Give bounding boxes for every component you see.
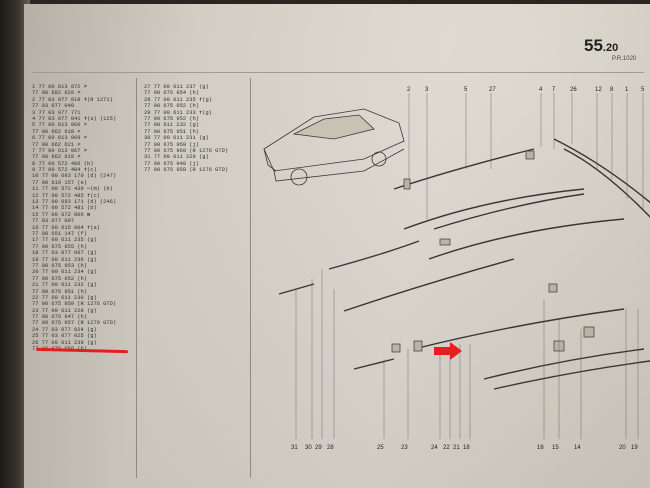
part-row: 77 00 675 959 (R 1276 GTD) bbox=[32, 301, 117, 308]
parts-list-left-column: 1 77 00 613 072 ≠ 77 00 682 620 ≠2 77 03… bbox=[32, 84, 142, 352]
callout-number: 15 bbox=[552, 445, 559, 451]
callout-number: 23 bbox=[401, 445, 408, 451]
part-row: 30 77 00 611 231 (g) bbox=[144, 135, 209, 142]
part-row: 29 77 00 611 233 ✝(g) bbox=[144, 109, 212, 116]
part-row: 27 77 00 611 237 (g) bbox=[144, 84, 209, 90]
callout-number: 20 bbox=[619, 445, 626, 451]
callout-number: 19 bbox=[631, 445, 638, 451]
column-divider-2 bbox=[250, 78, 251, 478]
callout-number: 26 bbox=[570, 87, 577, 93]
part-row: 4 77 03 077 041 ✝(a) (125) bbox=[32, 115, 117, 122]
parts-list-right-column: 27 77 00 611 237 (g) 77 00 675 954 (h)28… bbox=[144, 84, 262, 173]
part-row: 77 00 675 958 (R 1276 GTD) bbox=[144, 167, 229, 174]
page-number-decimal: .20 bbox=[602, 42, 619, 54]
callout-number: 27 bbox=[489, 87, 496, 93]
callout-number: 1 bbox=[625, 87, 629, 93]
callout-number: 5 bbox=[641, 87, 645, 93]
callout-number: 4 bbox=[539, 87, 543, 93]
part-row: 77 00 662 619 ≠ bbox=[32, 154, 81, 161]
red-arrow-marker bbox=[434, 342, 462, 360]
part-row: 77 00 675 948 (j) bbox=[144, 160, 199, 167]
part-row: 77 00 662 621 ≠ bbox=[32, 141, 81, 148]
part-row: 77 00 611 232 (g) bbox=[144, 122, 199, 129]
part-row: 77 00 675 952 (h) bbox=[144, 115, 199, 122]
part-row: 77 00 675 950 (j) bbox=[144, 141, 199, 148]
callout-number: 16 bbox=[537, 445, 544, 451]
column-divider-1 bbox=[136, 78, 137, 478]
part-row: 5 77 00 613 066 ≠ bbox=[32, 122, 87, 129]
part-row: 77 00 682 620 ≠ bbox=[32, 90, 81, 97]
car-illustration bbox=[263, 108, 405, 186]
part-row: 24 77 03 077 024 (g) bbox=[32, 326, 97, 333]
part-row: 28 77 00 611 235 ✝(g) bbox=[144, 96, 212, 103]
callout-number: 7 bbox=[552, 87, 556, 93]
part-row: 7 77 00 613 067 ≠ bbox=[32, 147, 87, 154]
part-row: 22 77 00 611 230 (g) bbox=[32, 294, 97, 301]
top-callout-numbers: 2 3 5 27 4 7 26 12 8 1 5 bbox=[407, 87, 645, 93]
part-row: 25 77 03 077 025 (g) bbox=[32, 333, 97, 340]
part-row: 77 00 662 618 ≠ bbox=[32, 128, 81, 135]
callout-number: 25 bbox=[377, 445, 384, 451]
part-row: 77 00 619 157 (e) bbox=[32, 179, 87, 186]
part-row: 10 77 00 693 170 (d) (247) bbox=[32, 173, 117, 180]
part-row: 16 77 00 615 004 ✝(a) bbox=[32, 224, 100, 231]
part-row: 20 77 00 611 234 (g) bbox=[32, 269, 97, 276]
callout-number: 30 bbox=[305, 445, 312, 451]
clip-parts bbox=[391, 150, 595, 353]
catalog-page: 55.20 P.R.1020 1 77 00 613 072 ≠ 77 00 6… bbox=[24, 4, 650, 488]
part-row: 77 03 077 007 bbox=[32, 218, 75, 225]
page-subtitle: P.R.1020 bbox=[612, 56, 637, 62]
callout-number: 18 bbox=[463, 445, 470, 451]
callout-number: 28 bbox=[327, 445, 334, 451]
callout-number: 22 bbox=[443, 445, 450, 451]
part-row: 23 77 00 611 228 (g) bbox=[32, 307, 97, 314]
callout-number: 21 bbox=[453, 445, 460, 451]
part-row: 77 00 675 957 (R 1276 GTD) bbox=[32, 320, 117, 327]
header-rule bbox=[32, 72, 644, 73]
part-row: 6 77 00 613 069 ≠ bbox=[32, 135, 87, 142]
part-row: 3 77 03 077 771 bbox=[32, 109, 81, 116]
callout-number: 29 bbox=[315, 445, 322, 451]
part-row: 13 77 00 693 171 (d) (246) bbox=[32, 199, 117, 206]
callout-number: 12 bbox=[595, 87, 602, 93]
part-row: 21 77 00 611 232 (g) bbox=[32, 282, 97, 289]
part-row: 77 00 675 952 (h) bbox=[32, 275, 87, 282]
part-row: 26 77 00 611 239 (g) bbox=[32, 339, 97, 346]
page-number: 55.20 bbox=[584, 36, 618, 56]
page-number-main: 55 bbox=[584, 36, 603, 55]
callout-number: 31 bbox=[291, 445, 298, 451]
part-row: 77 00 675 960 (R 1276 GTD) bbox=[144, 147, 229, 154]
part-row: 12 77 00 572 485 ✝(c) bbox=[32, 192, 100, 199]
part-row: 14 77 00 572 481 (b) bbox=[32, 205, 97, 212]
part-row: 77 03 077 040 bbox=[32, 103, 75, 110]
part-row: 17 77 00 611 235 (g) bbox=[32, 237, 97, 244]
callout-number: 5 bbox=[464, 87, 468, 93]
part-row: 11 77 00 572 439 ✂(m) (b) bbox=[32, 186, 113, 193]
callout-number: 14 bbox=[574, 445, 581, 451]
part-row: 77 00 675 954 (h) bbox=[144, 90, 199, 97]
part-row: 1 77 00 613 072 ≠ bbox=[32, 84, 87, 90]
part-row: 2 77 03 077 018 ✝(R 1271) bbox=[32, 96, 113, 103]
part-row: 77 00 675 947 (h) bbox=[32, 314, 87, 321]
part-row: 77 00 675 951 (h) bbox=[144, 128, 199, 135]
callout-number: 8 bbox=[610, 87, 614, 93]
part-row: 77 00 675 953 (h) bbox=[32, 262, 87, 269]
trim-strips bbox=[278, 138, 650, 390]
part-row: 31 77 00 611 229 (g) bbox=[144, 154, 209, 161]
part-row: 9 77 00 572 484 ✝(c) bbox=[32, 167, 97, 174]
part-row: 77 00 675 952 (h) bbox=[144, 103, 199, 110]
callout-number: 3 bbox=[425, 87, 429, 93]
leader-lines bbox=[295, 93, 644, 439]
part-row: 19 77 00 611 236 (g) bbox=[32, 256, 97, 263]
callout-number: 2 bbox=[407, 87, 411, 93]
part-row: 77 00 675 955 (h) bbox=[32, 243, 87, 250]
part-row: 8 77 00 572 486 (b) bbox=[32, 160, 94, 167]
part-row: 15 77 00 672 006 ⊠ bbox=[32, 211, 91, 218]
part-row: 77 00 675 951 (h) bbox=[32, 288, 87, 295]
callout-number: 24 bbox=[431, 445, 438, 451]
part-row: 77 00 651 147 (f) bbox=[32, 230, 87, 237]
part-row: 18 77 03 077 067 (g) bbox=[32, 250, 97, 257]
